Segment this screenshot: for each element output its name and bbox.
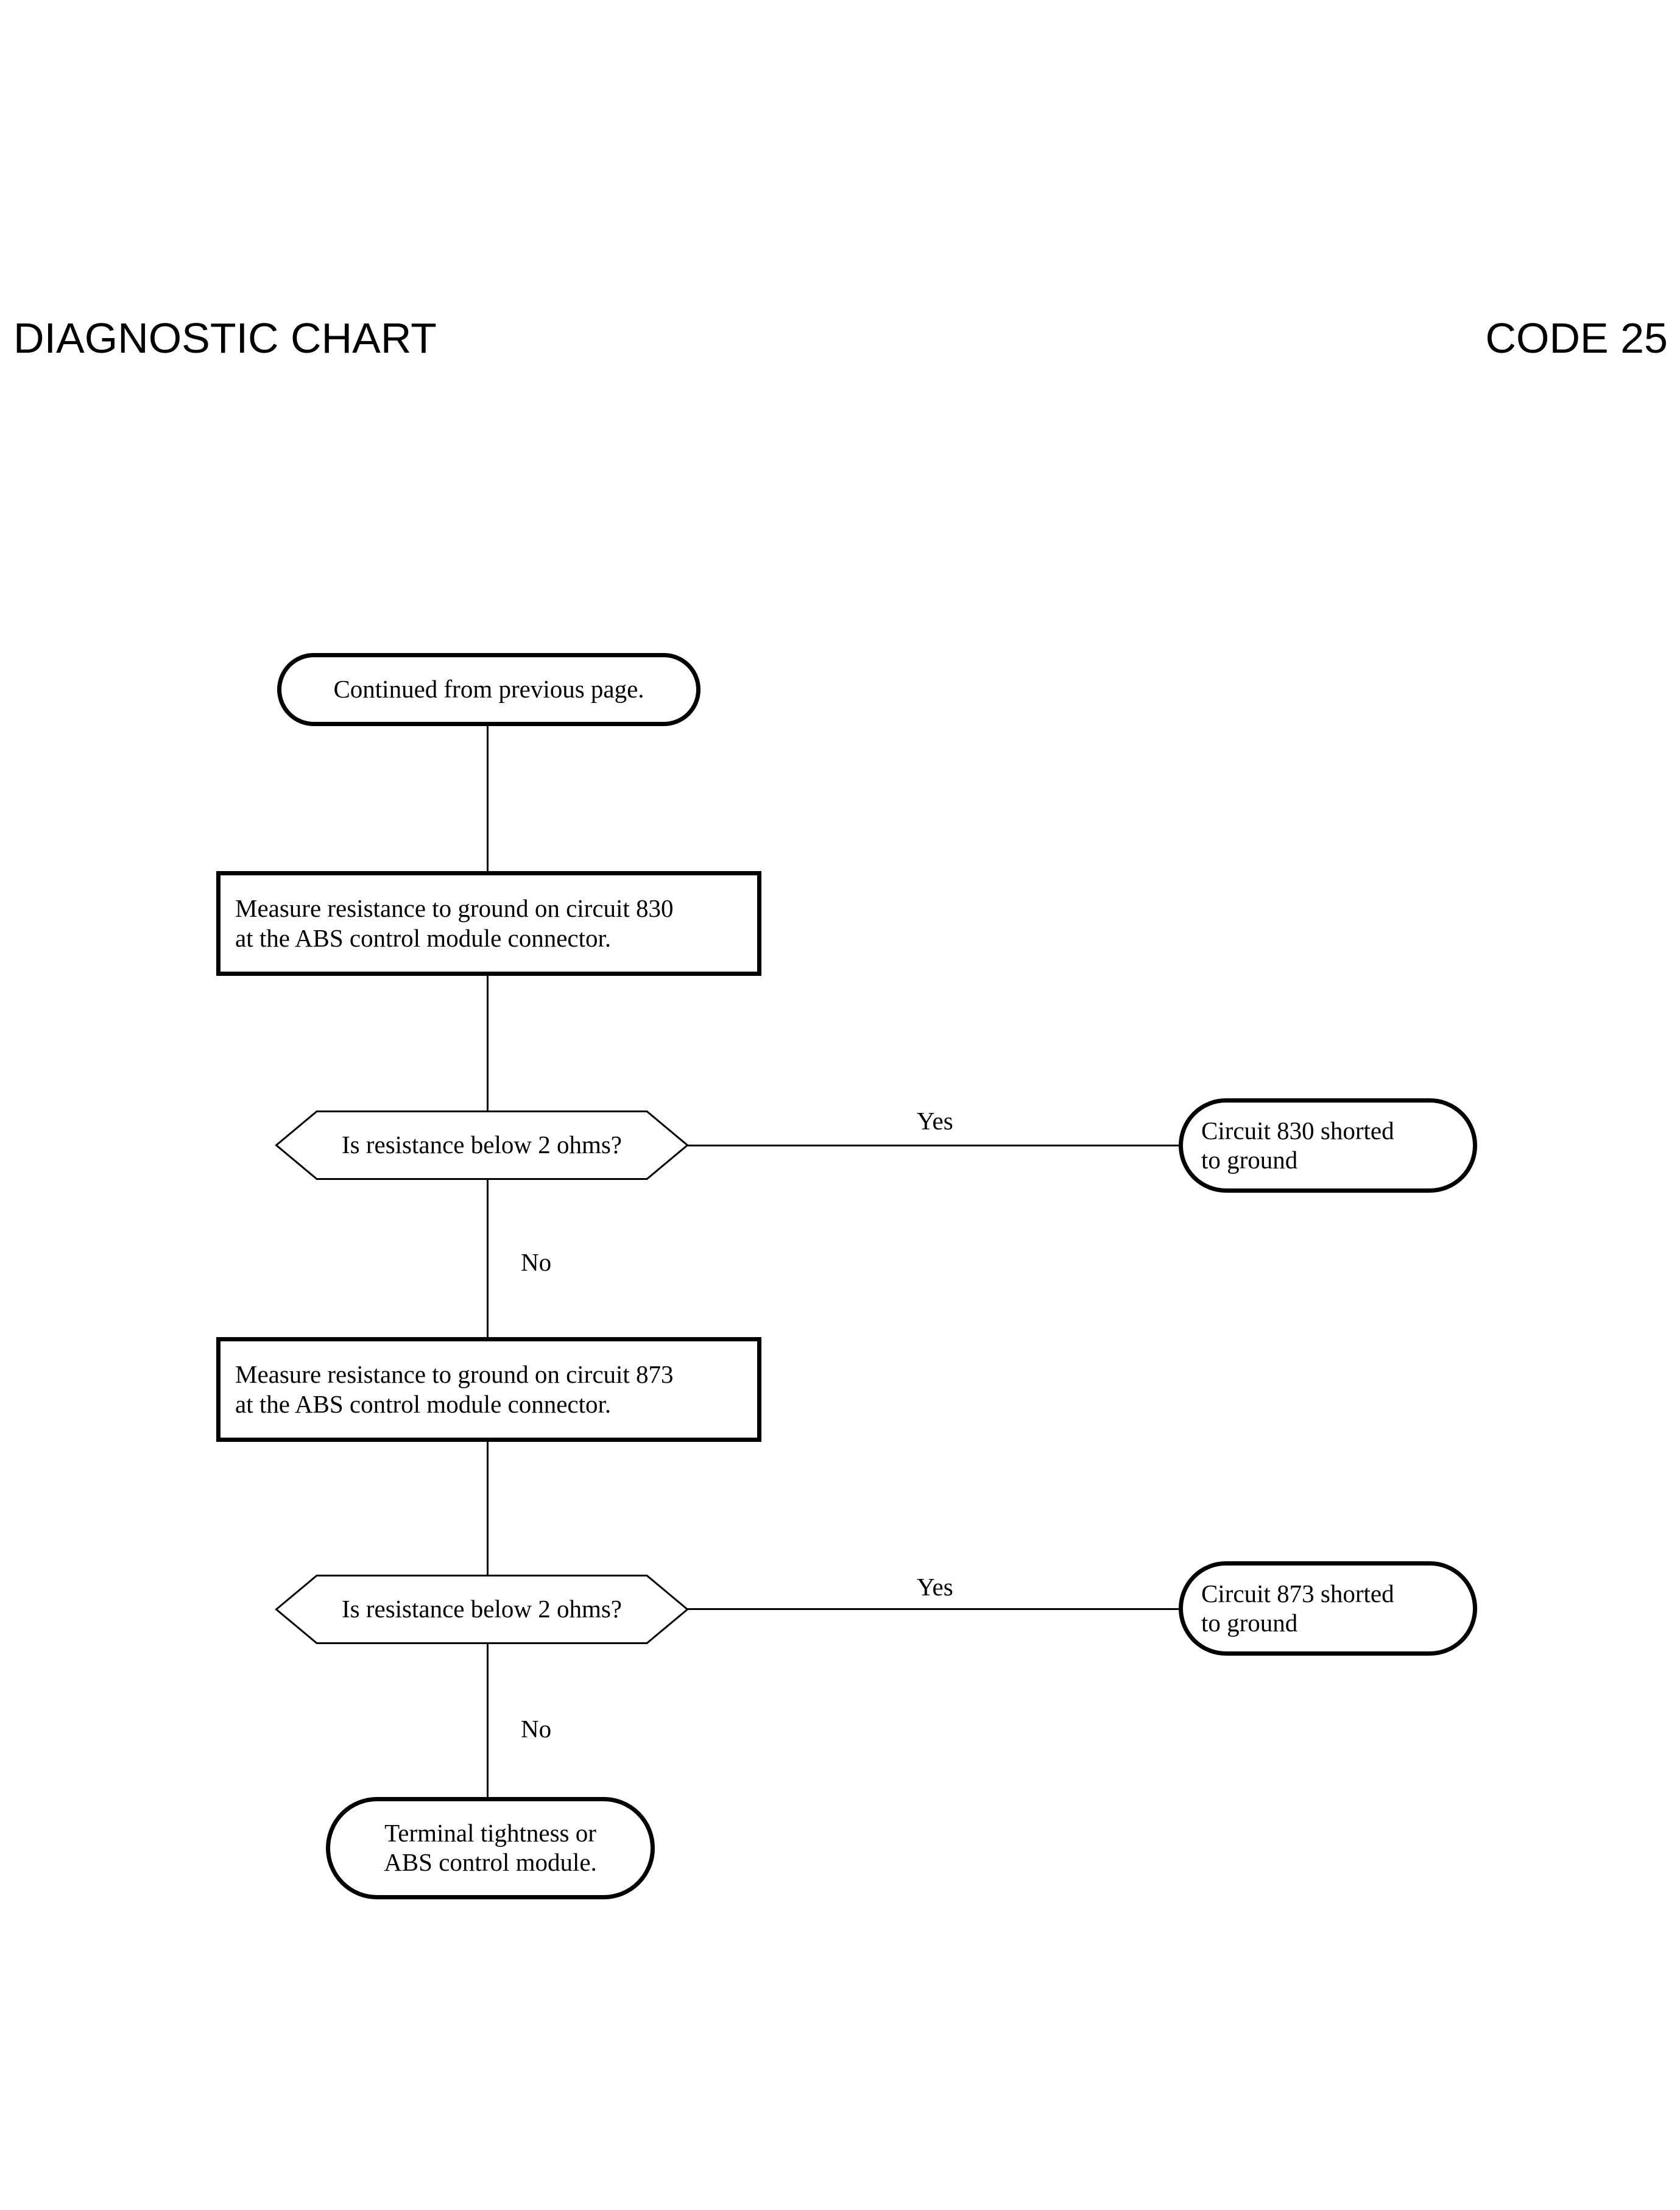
hexagon-shape: [275, 1110, 689, 1180]
node-circuit-873-shorted-label: Circuit 873 shorted to ground: [1183, 1580, 1413, 1637]
node-terminal-tightness[interactable]: Terminal tightness or ABS control module…: [326, 1797, 655, 1899]
node-measure-circuit-830-label: Measure resistance to ground on circuit …: [221, 894, 674, 953]
node-terminal-tightness-line1: Terminal tightness or: [384, 1819, 596, 1848]
node-start-terminal[interactable]: Continued from previous page.: [277, 653, 701, 726]
node-terminal-tightness-line2: ABS control module.: [384, 1848, 597, 1876]
edge-label-yes-2: Yes: [917, 1573, 953, 1601]
connector-measure830-to-decision830: [487, 975, 489, 1112]
connector-decision873-no: [487, 1643, 489, 1798]
node-circuit-873-shorted[interactable]: Circuit 873 shorted to ground: [1179, 1561, 1477, 1656]
edge-label-no-2: No: [521, 1715, 552, 1743]
node-circuit-873-shorted-line2: to ground: [1201, 1608, 1298, 1637]
node-start-terminal-label: Continued from previous page.: [333, 675, 644, 704]
diagnostic-code-label: CODE 25: [1485, 314, 1668, 362]
hexagon-shape: [275, 1575, 689, 1644]
edge-label-no-1: No: [521, 1248, 552, 1276]
node-measure-circuit-830-line1: Measure resistance to ground on circuit …: [235, 894, 674, 922]
edge-label-yes-1: Yes: [917, 1107, 953, 1135]
node-measure-circuit-830-line2: at the ABS control module connector.: [235, 924, 612, 952]
connector-decision873-yes: [687, 1608, 1181, 1610]
node-measure-circuit-873-line1: Measure resistance to ground on circuit …: [235, 1360, 674, 1388]
node-measure-circuit-830[interactable]: Measure resistance to ground on circuit …: [216, 871, 761, 976]
node-circuit-830-shorted-line1: Circuit 830 shorted: [1201, 1116, 1394, 1145]
node-decision-resistance-873[interactable]: Is resistance below 2 ohms?: [275, 1575, 689, 1644]
node-measure-circuit-873-label: Measure resistance to ground on circuit …: [221, 1360, 674, 1419]
connector-start-to-measure830: [487, 725, 489, 871]
node-measure-circuit-873-line2: at the ABS control module connector.: [235, 1390, 612, 1418]
node-circuit-830-shorted-label: Circuit 830 shorted to ground: [1183, 1117, 1413, 1174]
page-title: DIAGNOSTIC CHART: [13, 314, 437, 362]
node-measure-circuit-873[interactable]: Measure resistance to ground on circuit …: [216, 1337, 761, 1442]
connector-measure873-to-decision873: [487, 1441, 489, 1576]
connector-decision830-no: [487, 1179, 489, 1338]
node-decision-resistance-830[interactable]: Is resistance below 2 ohms?: [275, 1110, 689, 1180]
node-circuit-873-shorted-line1: Circuit 873 shorted: [1201, 1579, 1394, 1608]
node-circuit-830-shorted[interactable]: Circuit 830 shorted to ground: [1179, 1098, 1477, 1193]
node-circuit-830-shorted-line2: to ground: [1201, 1145, 1298, 1174]
connector-decision830-yes: [687, 1145, 1181, 1146]
node-terminal-tightness-label: Terminal tightness or ABS control module…: [365, 1819, 615, 1877]
